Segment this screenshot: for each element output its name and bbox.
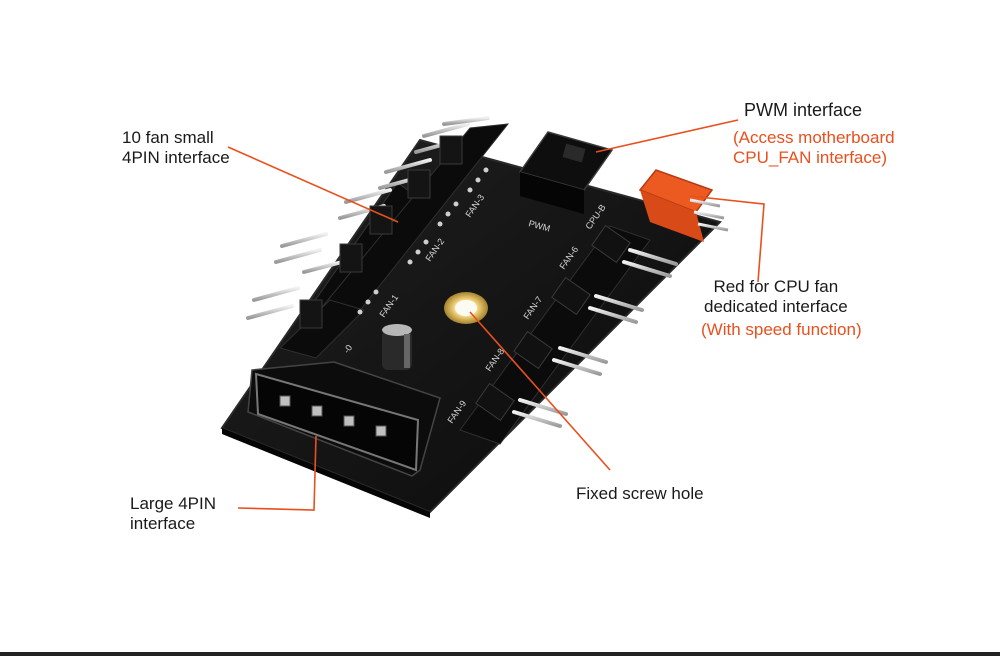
label-cpu-title: Red for CPU fan dedicated interface xyxy=(704,277,848,316)
leader-screw xyxy=(469,311,611,471)
right-fan-connector-row xyxy=(459,224,678,445)
pcb-edge xyxy=(222,428,430,518)
label-pwm-note: (Access motherboard CPU_FAN interface) xyxy=(733,128,895,167)
capacitor xyxy=(382,324,412,370)
leader-cpu xyxy=(689,195,765,283)
screw-hole xyxy=(444,292,488,324)
molex-connector xyxy=(247,361,441,477)
left-fan-connector-row xyxy=(246,116,510,359)
label-small-fan: 10 fan small 4PIN interface xyxy=(122,128,230,167)
label-cpu-note: (With speed function) xyxy=(701,320,862,339)
bottom-rule xyxy=(0,652,1000,656)
fan-hub-board: FAN-1 FAN-2 FAN-3 PWM CPU-B FAN-6 FAN-7 … xyxy=(220,116,729,518)
label-pwm-title: PWM interface xyxy=(744,100,863,120)
label-screw: Fixed screw hole xyxy=(576,484,704,503)
leader-large-4pin xyxy=(237,435,317,511)
leader-small-fan xyxy=(227,146,399,223)
cpu-fan-connector xyxy=(638,169,729,242)
pwm-header xyxy=(518,131,614,232)
label-large-4pin: Large 4PIN interface xyxy=(130,494,216,533)
leader-lines xyxy=(227,119,765,511)
leader-pwm xyxy=(595,119,739,153)
